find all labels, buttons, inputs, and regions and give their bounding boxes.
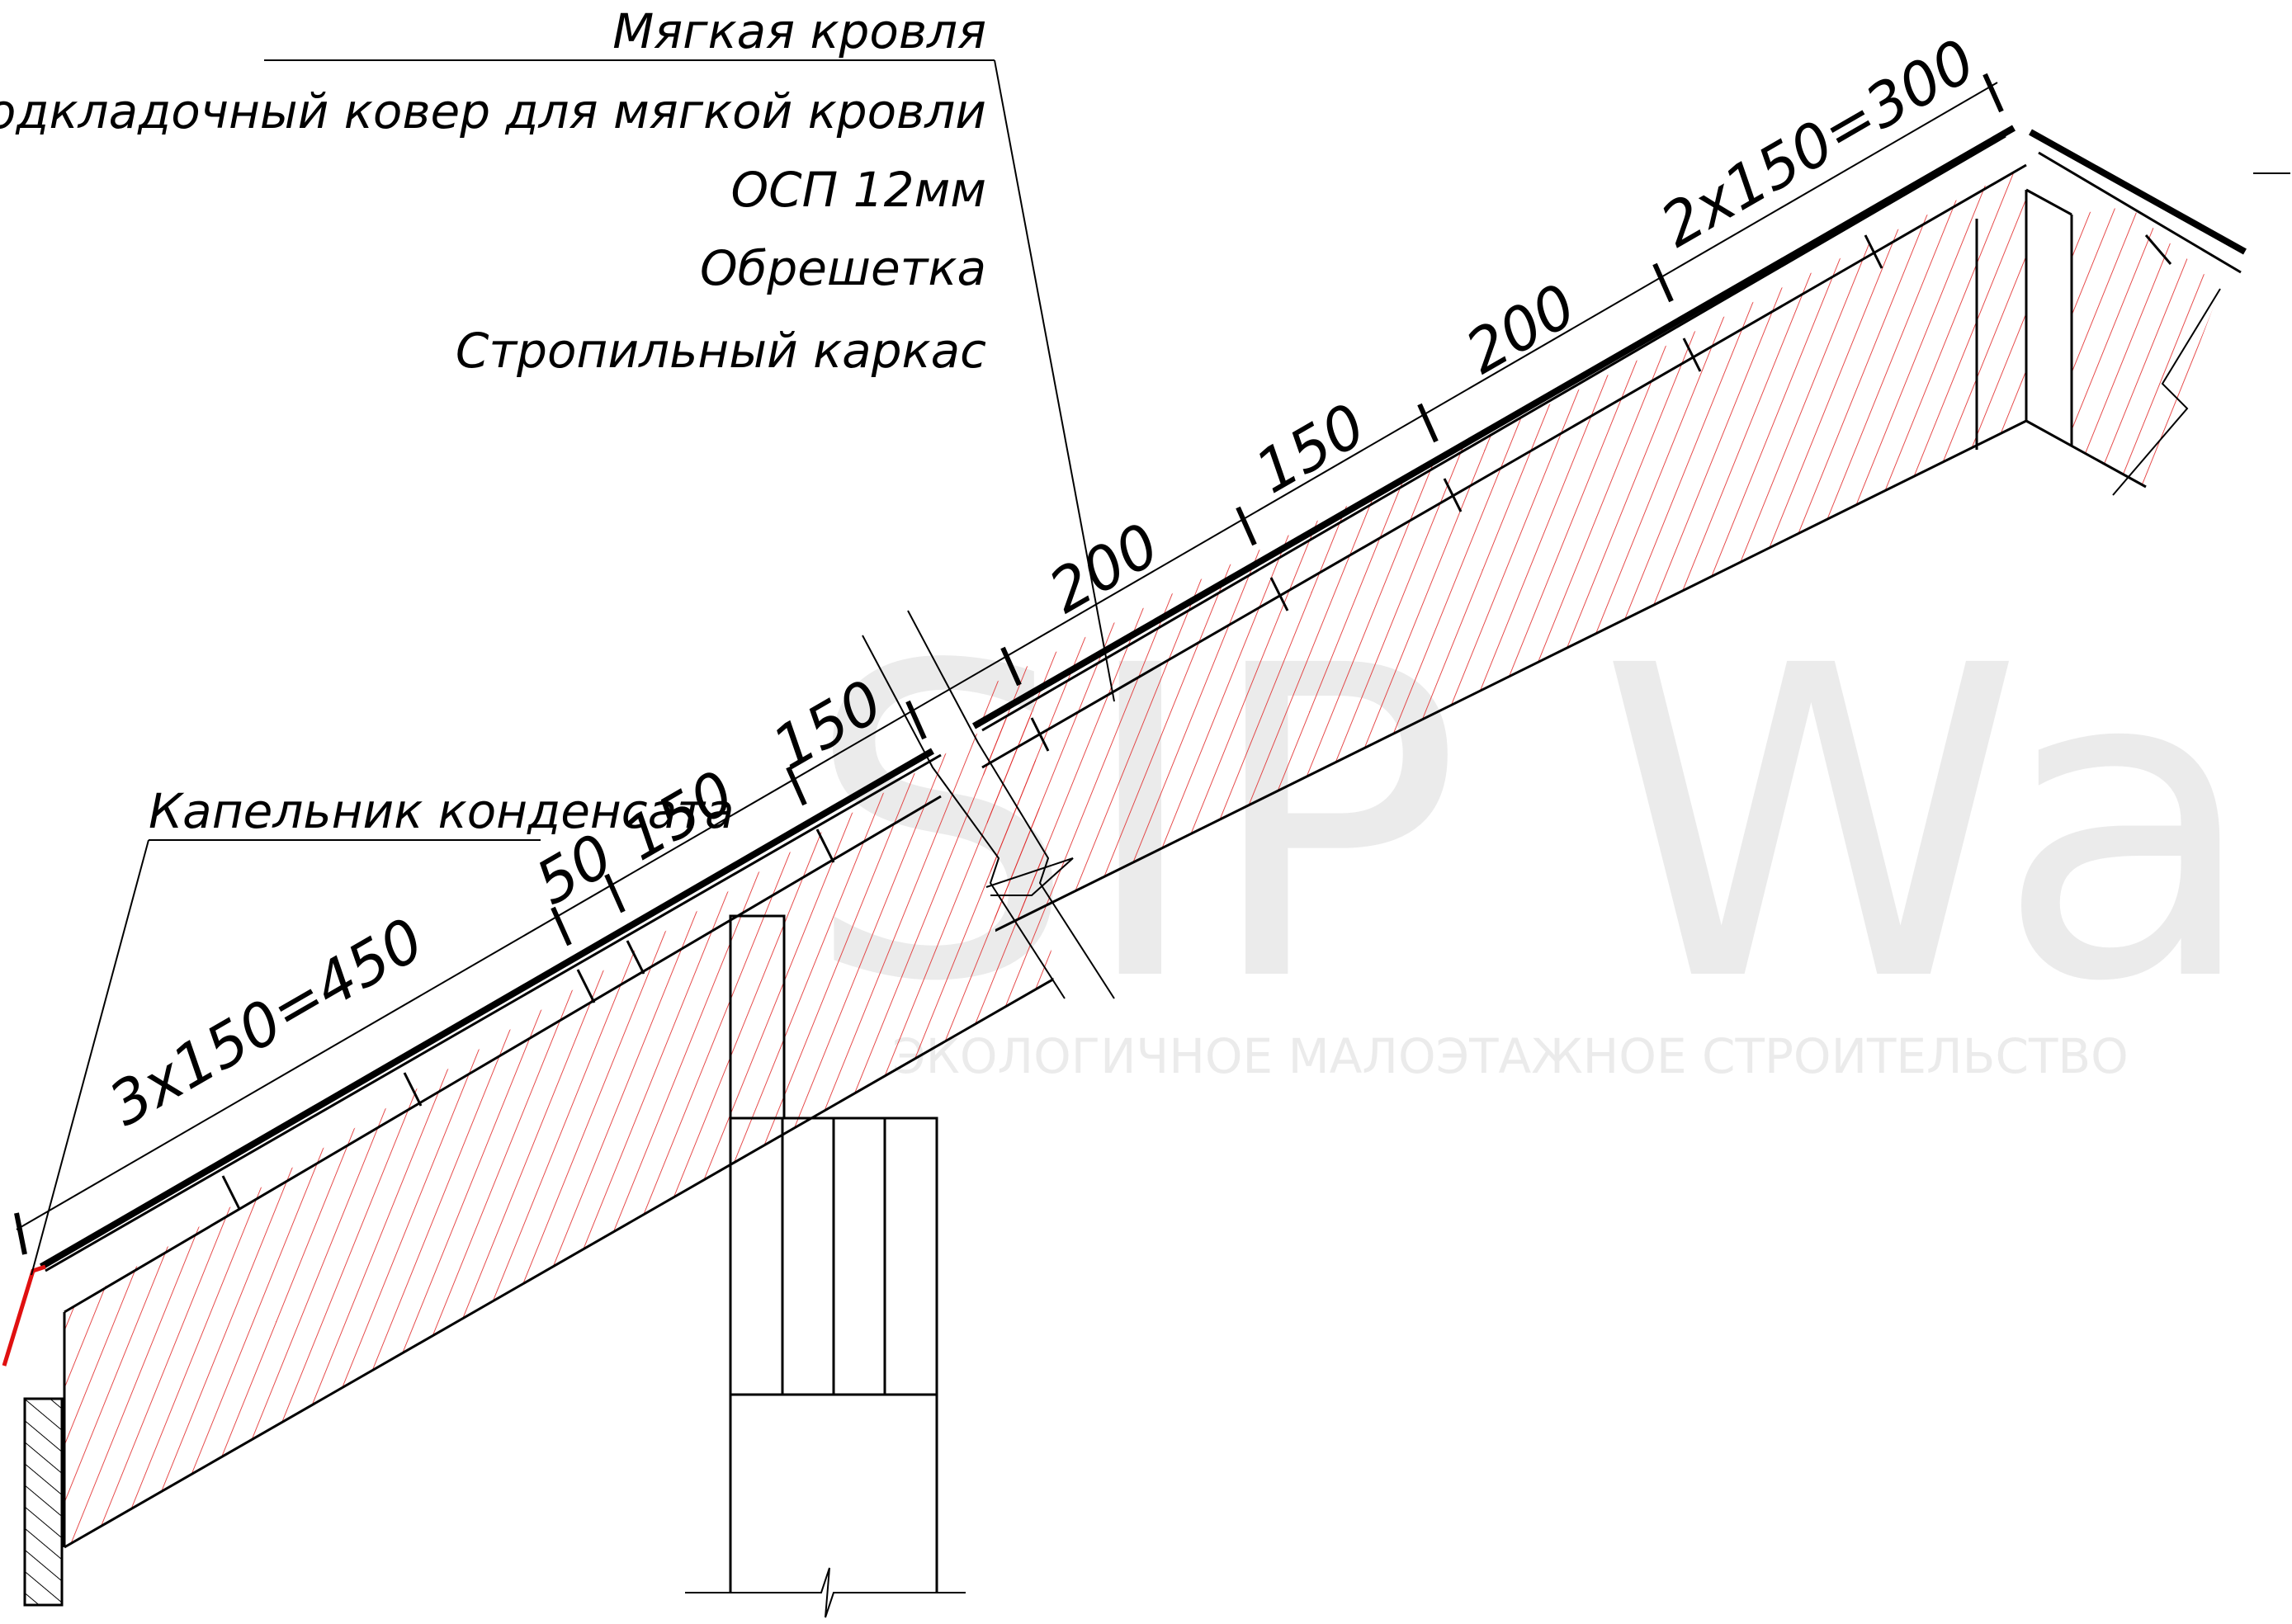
dim-3x150: 3x150=450 [97,904,435,1140]
drip-callout: Капельник конденсата [31,783,735,1276]
layer-osb: ОСП 12мм [730,162,986,218]
soft-roofing [39,125,2247,1270]
batten-layer [45,135,2172,1314]
layer-rafter-frame: Стропильный каркас [456,323,986,379]
dim-150-c: 150 [1244,390,1377,507]
layers-callout: Мягкая кровля Подкладочный ковер для мяг… [0,3,1115,702]
layer-soft-roof: Мягкая кровля [612,3,986,59]
dimension-line [14,73,2004,1255]
dim-200-b: 200 [1454,271,1587,387]
drip-label: Капельник конденсата [149,783,735,839]
watermark-tagline: ЭКОЛОГИЧНОЕ МАЛОЭТАЖНОЕ СТРОИТЕЛЬСТВО [892,1028,2129,1084]
ridge-opposite-rafter [1975,172,2290,496]
rafter-upper [924,165,2027,975]
layer-battens: Обрешетка [700,240,986,296]
rafter-lower [63,652,1106,1549]
eave-wall [23,1397,64,1607]
break-lines [862,610,1115,999]
layer-underlay: Подкладочный ковер для мягкой кровли [0,83,986,139]
post-frame [685,914,966,1618]
drip-edge [2,1264,46,1367]
